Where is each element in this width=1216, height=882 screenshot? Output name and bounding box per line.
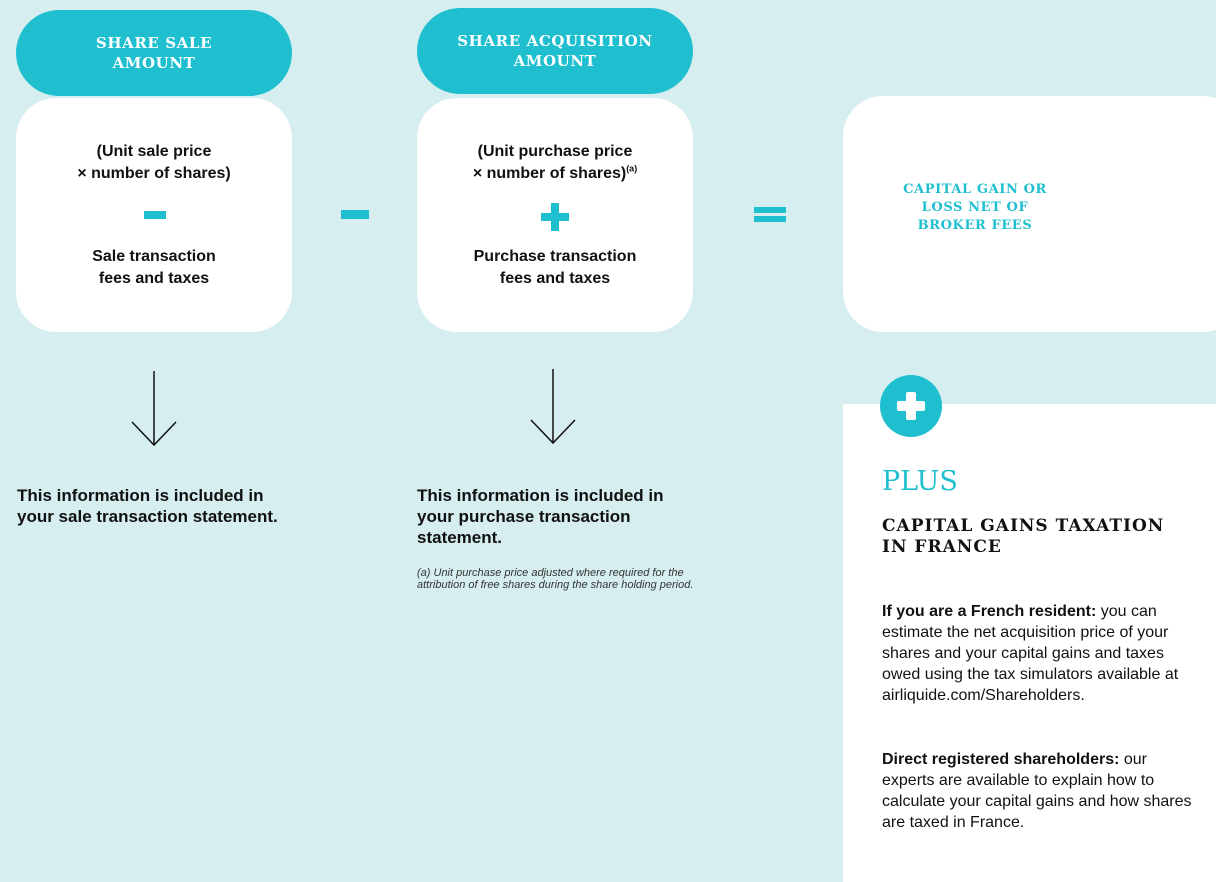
down-arrow-icon [530,369,576,445]
sale-price-line: (Unit sale price [96,143,212,160]
sale-fees-line-2: fees and taxes [98,270,210,287]
purchase-fees-line: Purchase transaction [473,248,637,265]
purchase-fees-line-2: fees and taxes [499,270,611,287]
plus-title: PLUS [882,466,958,497]
sale-shares-line: × number of shares) [77,165,231,182]
sale-info-text: This information is included in your sal… [17,486,278,526]
footnote: (a) Unit purchase price adjusted where r… [417,567,694,591]
equals-icon [754,207,786,222]
sale-header: SHARE SALE AMOUNT [16,10,292,96]
acquisition-header: SHARE ACQUISITION AMOUNT [417,8,693,94]
acquisition-card: (Unit purchase price × number of shares)… [417,98,693,332]
plus-icon [541,203,569,231]
minus-icon [144,211,166,219]
plus-subtitle: CAPITAL GAINS TAXATION IN FRANCE [882,516,1165,557]
sale-fees-line: Sale transaction [92,248,216,265]
purchase-price-line: (Unit purchase price [477,143,633,160]
minus-icon [341,210,369,219]
result-title: CAPITAL GAIN OR LOSS NET OF BROKER FEES [903,182,1047,233]
purchase-info-text: This information is included in your pur… [417,486,664,547]
sale-card: (Unit sale price × number of shares) Sal… [16,98,292,332]
purchase-shares-line: × number of shares)(a) [472,163,638,182]
result-card: CAPITAL GAIN OR LOSS NET OF BROKER FEES [843,96,1216,332]
registered-shareholders-paragraph: Direct registered shareholders: our expe… [882,751,1192,831]
plus-panel [843,404,1216,882]
french-resident-paragraph: If you are a French resident: you can es… [882,603,1179,704]
plus-circle-icon [880,375,942,437]
down-arrow-icon [131,371,177,447]
